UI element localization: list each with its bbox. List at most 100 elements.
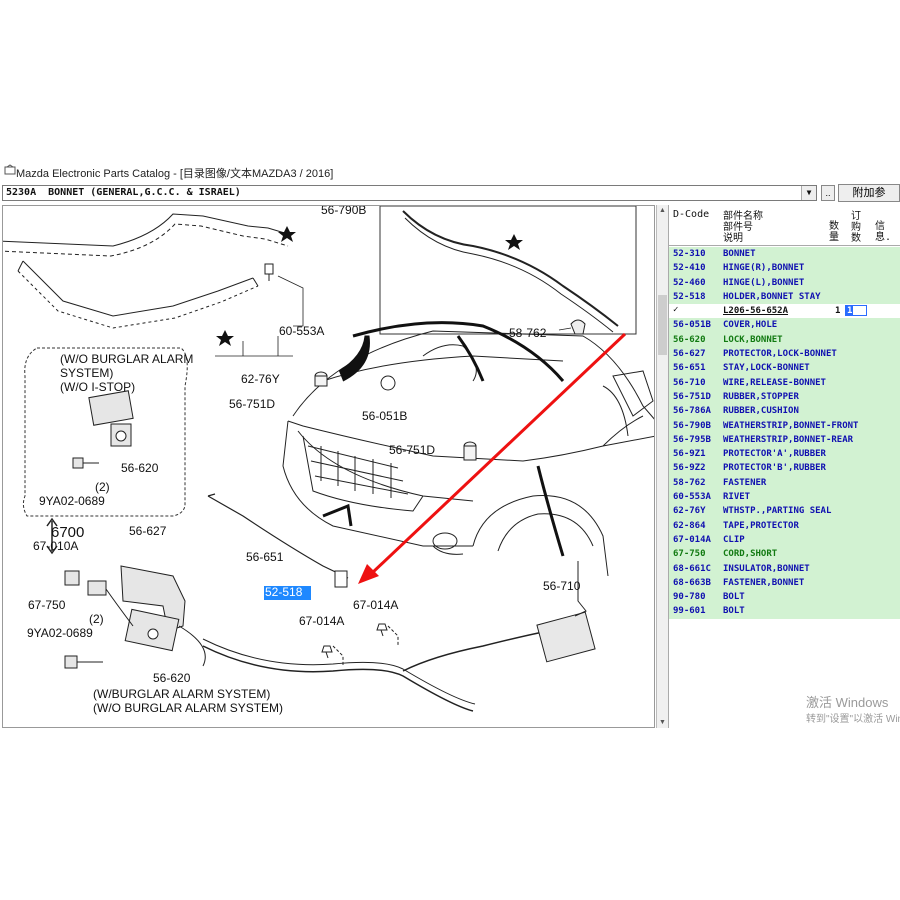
lock-actuator-drawing (536, 611, 596, 663)
label-67-750[interactable]: 67-750 (28, 598, 66, 612)
parts-row[interactable]: 62-864 TAPE,PROTECTOR (669, 518, 900, 533)
parts-list-header: D-Code 部件名称 部件号 说明 数 量 订 购 数 信 息. (669, 205, 900, 246)
label-56-751D-right[interactable]: 56-751D (389, 443, 436, 457)
chevron-down-icon[interactable]: ▼ (801, 186, 816, 200)
stopper-rubber-drawing (314, 371, 477, 461)
label-56-620-top[interactable]: 56-620 (121, 461, 159, 475)
diagram-scrollbar[interactable]: ▲ ▼ (656, 205, 668, 728)
row-desc: HOLDER,BONNET STAY (723, 291, 821, 302)
label-56-790B[interactable]: 56-790B (321, 205, 367, 217)
bonnet-stay-drawing (207, 495, 349, 579)
add-info-button[interactable]: 附加参 (838, 184, 900, 202)
order-qty-input[interactable]: 1 (845, 305, 867, 317)
header-dcode[interactable]: D-Code (673, 209, 710, 220)
check-icon[interactable]: ✓ (673, 305, 679, 316)
part-number[interactable]: L206-56-652A (723, 306, 789, 317)
label-9YA02-0689-bottom[interactable]: 9YA02-0689 (27, 626, 93, 640)
label-60-553A[interactable]: 60-553A (279, 324, 325, 338)
note-wo-burglar-bottom: (W/O BURGLAR ALARM SYSTEM) (93, 701, 284, 715)
header-part-name[interactable]: 部件名称 (723, 211, 763, 222)
header-order-2: 购 (851, 222, 861, 233)
header-qty-2: 量 (829, 232, 839, 243)
parts-row[interactable]: 67-750 CORD,SHORT (669, 547, 900, 562)
parts-diagram[interactable]: 56-790B 60-553A 58-762 62-76Y 56-751D 56… (2, 205, 655, 728)
row-desc: WIRE,RELEASE-BONNET (723, 377, 826, 388)
label-56-620-bottom[interactable]: 56-620 (153, 671, 191, 685)
row-code: 52-410 (673, 263, 706, 274)
part-number-subrow[interactable]: ✓ L206-56-652A 1 1 (669, 304, 900, 319)
scroll-down-icon[interactable]: ▼ (659, 719, 666, 726)
label-67-014A-right[interactable]: 67-014A (353, 598, 399, 612)
label-9YA02-0689-top[interactable]: 9YA02-0689 (39, 494, 105, 508)
label-67-014A-left[interactable]: 67-014A (299, 614, 345, 628)
row-code: 56-710 (673, 377, 706, 388)
row-desc: TAPE,PROTECTOR (723, 520, 799, 531)
order-qty-value: 1 (846, 306, 854, 317)
scrollbar-thumb[interactable] (658, 295, 667, 355)
header-info-1[interactable]: 信 (875, 221, 885, 232)
row-code: 52-518 (673, 291, 706, 302)
label-6700[interactable]: 6700 (51, 524, 85, 541)
release-wire-drawing (202, 645, 474, 712)
label-62-76Y[interactable]: 62-76Y (241, 372, 280, 386)
row-code: 58-762 (673, 477, 706, 488)
label-56-627[interactable]: 56-627 (129, 524, 167, 538)
scroll-up-icon[interactable]: ▲ (659, 207, 666, 214)
row-desc: COVER,HOLE (723, 320, 778, 331)
label-56-051B[interactable]: 56-051B (362, 409, 408, 423)
parts-row[interactable]: 56-710 WIRE,RELEASE-BONNET (669, 375, 900, 390)
diagram-canvas (3, 206, 654, 712)
app-icon (4, 164, 16, 175)
header-order-1[interactable]: 订 (851, 211, 861, 222)
row-code: 99-601 (673, 606, 706, 617)
browse-button[interactable]: .. (821, 185, 835, 201)
label-56-751D-left[interactable]: 56-751D (229, 397, 276, 411)
label-56-651[interactable]: 56-651 (246, 550, 284, 564)
label-2-top: (2) (95, 480, 110, 494)
parts-row[interactable]: 56-9Z1 PROTECTOR'A',RUBBER (669, 447, 900, 462)
note-wo-burglar-1: (W/O BURGLAR ALARM (60, 352, 194, 366)
row-desc: CORD,SHORT (723, 549, 778, 560)
label-52-518[interactable]: 52-518 (265, 585, 303, 599)
label-67-010A[interactable]: 67-010A (33, 539, 79, 553)
window-title: Mazda Electronic Parts Catalog - [目录图像/文… (16, 168, 334, 180)
parts-row[interactable]: 52-518 HOLDER,BONNET STAY (669, 289, 900, 305)
section-select-value: 5230A BONNET (GENERAL,G.C.C. & ISRAEL) (6, 187, 241, 198)
label-56-710[interactable]: 56-710 (543, 579, 581, 593)
header-order-3: 数 (851, 233, 861, 244)
section-select[interactable]: 5230A BONNET (GENERAL,G.C.C. & ISRAEL) ▼ (2, 185, 817, 201)
label-58-762[interactable]: 58-762 (509, 326, 547, 340)
row-code: 62-864 (673, 520, 706, 531)
row-code: 56-9Z2 (673, 463, 706, 474)
header-qty-1[interactable]: 数 (829, 221, 839, 232)
row-desc: WTHSTP.,PARTING SEAL (723, 506, 832, 517)
row-desc: PROTECTOR'A',RUBBER (723, 449, 826, 460)
row-code: 67-750 (673, 549, 706, 560)
row-code: 56-9Z1 (673, 449, 706, 460)
row-desc: RUBBER,STOPPER (723, 391, 799, 402)
row-desc: WEATHERSTRIP,BONNET-FRONT (723, 420, 859, 431)
row-desc: BOLT (723, 592, 745, 603)
row-desc: PROTECTOR,LOCK-BONNET (723, 349, 837, 360)
clip-drawing (321, 623, 388, 659)
